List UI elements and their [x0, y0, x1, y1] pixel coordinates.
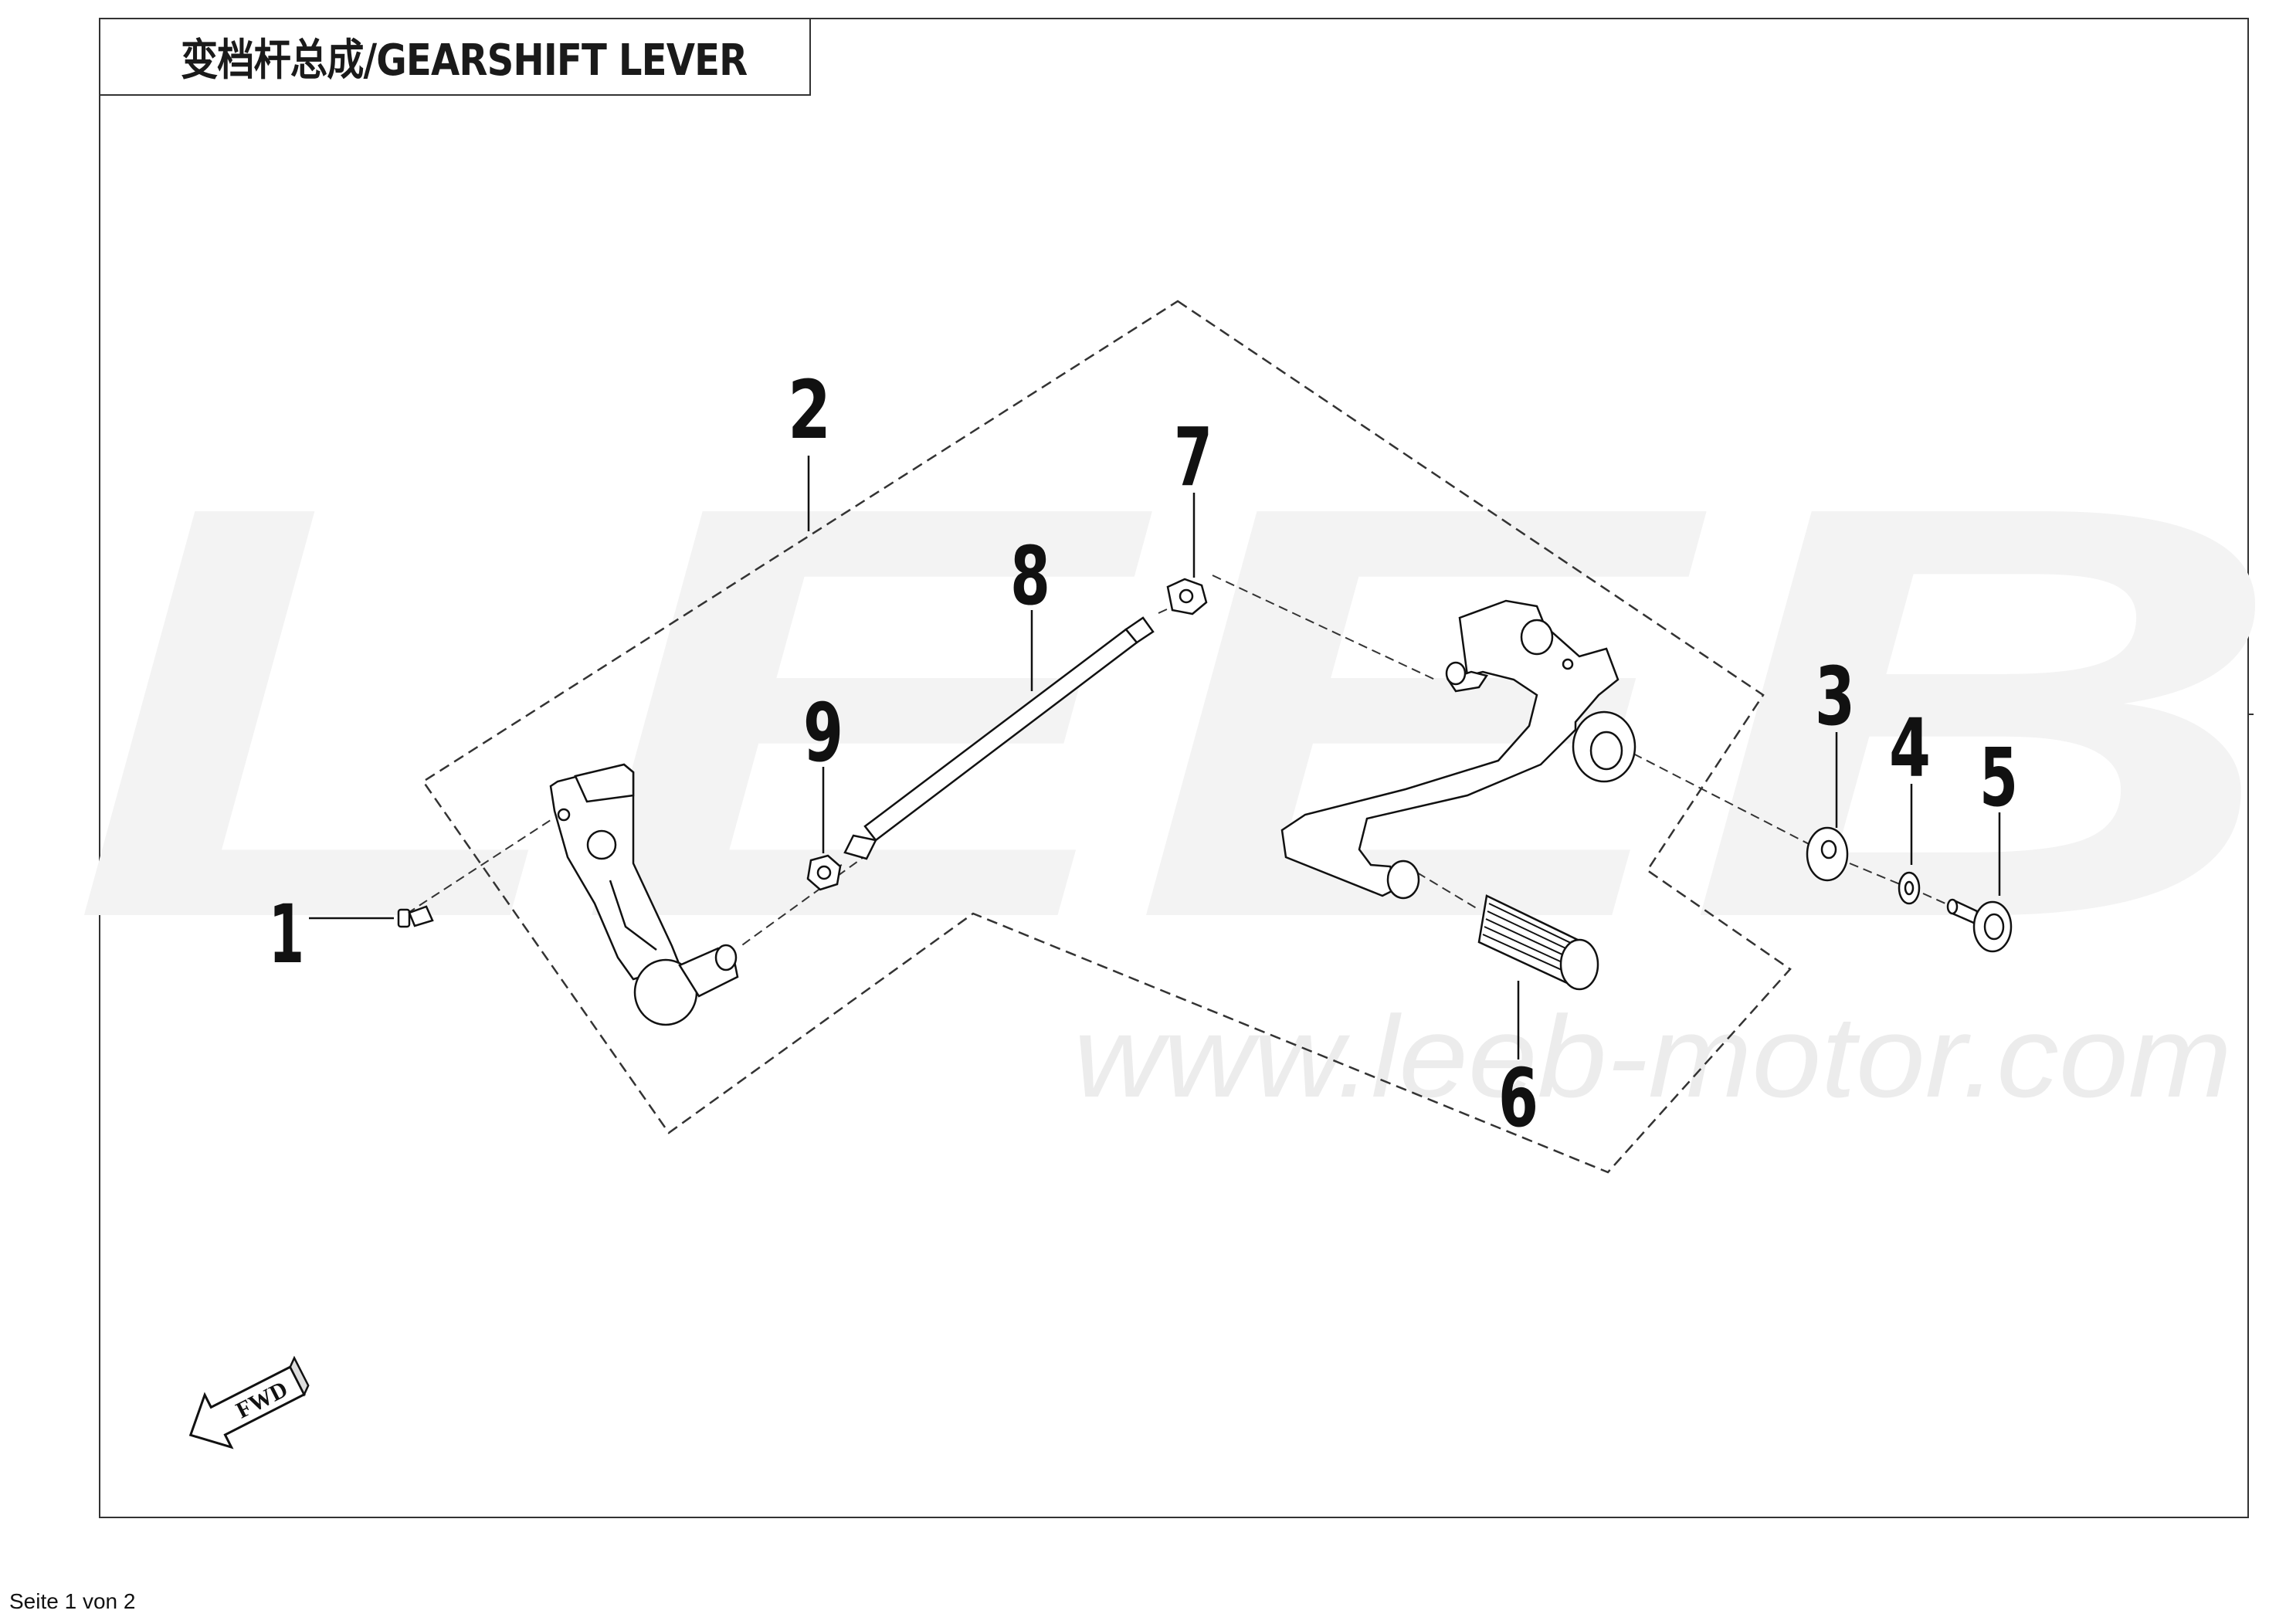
- callout-labels: 1 2 3 4 5 6 7 8 9: [269, 363, 2018, 1145]
- watermark-url: www.leeb-motor.com: [1073, 992, 2232, 1121]
- part-3-washer: [1806, 826, 1849, 882]
- callout-1: 1: [269, 887, 304, 982]
- fwd-arrow-icon: FWD: [188, 1355, 310, 1449]
- shift-pedal-right: [1280, 599, 1636, 900]
- callout-3: 3: [1815, 649, 1855, 744]
- callout-6: 6: [1498, 1051, 1538, 1145]
- part-5-bolt: [1946, 898, 2013, 953]
- shift-arm-left: [549, 763, 739, 1026]
- part-7-nut: [1166, 578, 1208, 615]
- callout-4: 4: [1889, 701, 1931, 795]
- part-4-spring-washer: [1898, 871, 1921, 905]
- part-9-nut: [806, 854, 842, 891]
- title-box: 变档杆总成/GEARSHIFT LEVER: [99, 18, 811, 96]
- watermark-logo: LEEB: [70, 385, 2286, 1040]
- callout-9: 9: [803, 686, 843, 780]
- part-1-bolt: [309, 905, 434, 928]
- callout-5: 5: [1979, 731, 2018, 825]
- part-8-rod: [843, 616, 1155, 860]
- part-6-rubber: [1477, 894, 1599, 991]
- assembly-outline: [422, 300, 1792, 1174]
- page-footer: Seite 1 von 2: [9, 1589, 136, 1613]
- drawing-frame: [99, 18, 2249, 1518]
- callout-8: 8: [1010, 529, 1050, 623]
- diagram-title: 变档杆总成/GEARSHIFT LEVER: [181, 36, 748, 86]
- callout-2: 2: [788, 363, 831, 457]
- callout-7: 7: [1174, 410, 1213, 504]
